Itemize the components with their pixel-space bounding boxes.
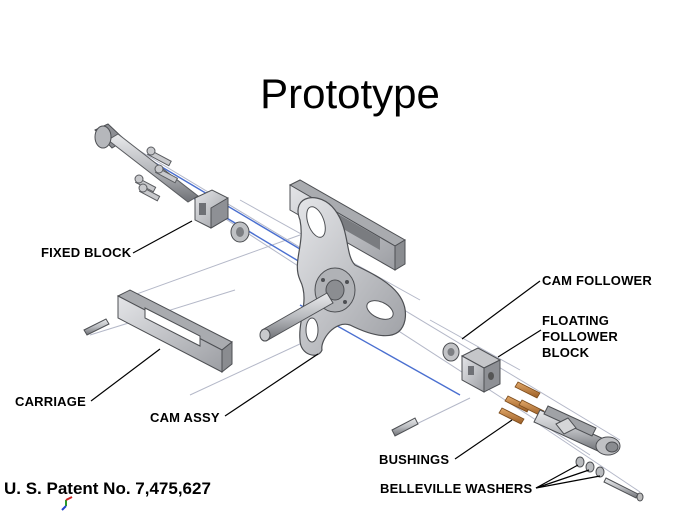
cam-follower-part: [443, 343, 459, 361]
carriage-part: [118, 290, 232, 372]
label-bushings: BUSHINGS: [379, 452, 449, 468]
label-cam-assy: CAM ASSY: [150, 410, 220, 426]
label-floating-line2: FOLLOWER: [542, 329, 618, 345]
patent-footer: U. S. Patent No. 7,475,627: [4, 479, 211, 499]
label-carriage: CARRIAGE: [15, 394, 86, 410]
label-fixed-block: FIXED BLOCK: [41, 245, 131, 261]
follower-rod: [534, 406, 620, 455]
floating-follower-block-part: [462, 348, 500, 392]
belleville-washers-part: [576, 457, 604, 477]
fixed-block-part: [195, 190, 228, 228]
label-cam-follower: CAM FOLLOWER: [542, 273, 652, 289]
label-belleville-washers: BELLEVILLE WASHERS: [380, 481, 532, 497]
roller-part: [231, 222, 249, 242]
label-floating-line3: BLOCK: [542, 345, 589, 361]
slide-title: Prototype: [0, 66, 700, 122]
lower-pin: [392, 418, 418, 436]
label-floating-line1: FLOATING: [542, 313, 609, 329]
